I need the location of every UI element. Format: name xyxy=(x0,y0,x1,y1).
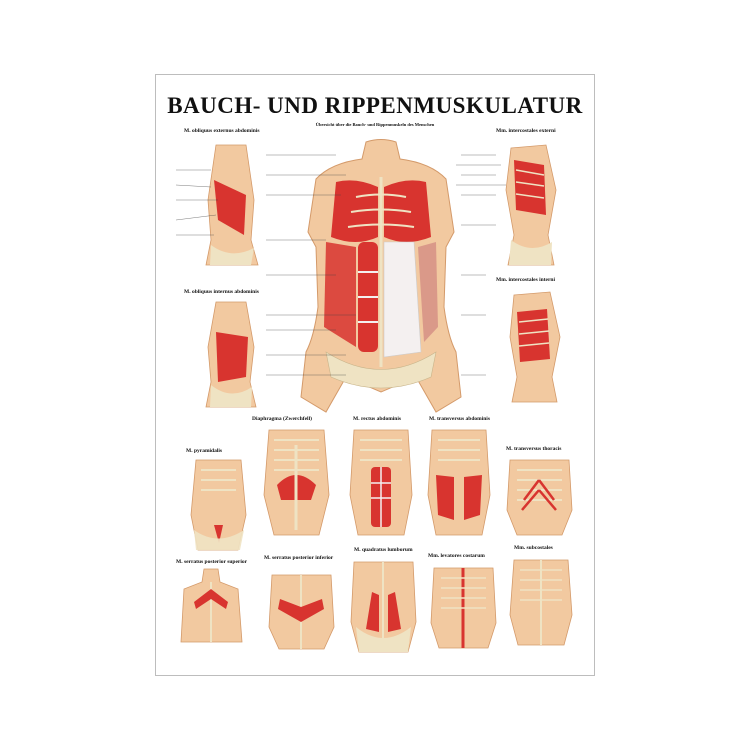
poster-subtitle: Übersicht über die Bauch- und Rippenmusk… xyxy=(315,122,435,127)
anatomy-poster: BAUCH- UND RIPPENMUSKULATUR Übersicht üb… xyxy=(155,74,595,676)
title-levatores-costarum: Mm. levatores costarum xyxy=(428,553,485,559)
subcostales-illustration xyxy=(509,559,573,646)
title-obliquus-externus: M. obliquus externus abdominis xyxy=(184,128,260,134)
title-transversus-abdominis: M. transversus abdominis xyxy=(429,416,490,422)
title-obliquus-internus: M. obliquus internus abdominis xyxy=(184,289,259,295)
poster-title: BAUCH- UND RIPPENMUSKULATUR xyxy=(167,93,583,118)
intercostales-interni-illustration xyxy=(509,291,561,403)
title-diaphragma: Diaphragma (Zwerchfell) xyxy=(252,416,312,422)
title-serratus-posterior-superior: M. serratus posterior superior xyxy=(176,559,248,565)
transversus-thoracis-illustration xyxy=(506,459,573,536)
quadratus-lumborum-illustration xyxy=(350,561,417,653)
obliquus-externus-illustration xyxy=(205,144,259,266)
title-transversus-thoracis: M. transversus thoracis xyxy=(506,446,562,452)
intercostales-externi-illustration xyxy=(505,144,557,266)
title-pyramidalis: M. pyramidalis xyxy=(186,448,223,454)
transversus-abdominis-illustration xyxy=(427,429,491,536)
title-intercostales-interni: Mm. intercostales interni xyxy=(496,277,556,283)
serratus-posterior-superior-illustration xyxy=(180,568,243,643)
obliquus-internus-illustration xyxy=(205,301,257,408)
title-intercostales-externi: Mm. intercostales externi xyxy=(496,128,556,134)
pyramidalis-illustration xyxy=(190,459,247,551)
title-rectus-abdominis: M. rectus abdominis xyxy=(353,416,402,422)
rectus-abdominis-illustration xyxy=(349,429,413,536)
leader-lines xyxy=(175,154,506,376)
title-quadratus-lumborum: M. quadratus lumborum xyxy=(354,547,413,553)
diaphragma-illustration xyxy=(263,429,330,536)
title-serratus-posterior-inferior: M. serratus posterior inferior xyxy=(264,555,334,561)
levatores-costarum-illustration xyxy=(430,567,497,649)
main-torso-illustration xyxy=(300,139,462,413)
title-subcostales: Mm. subcostales xyxy=(514,545,553,551)
serratus-posterior-inferior-illustration xyxy=(268,574,335,650)
